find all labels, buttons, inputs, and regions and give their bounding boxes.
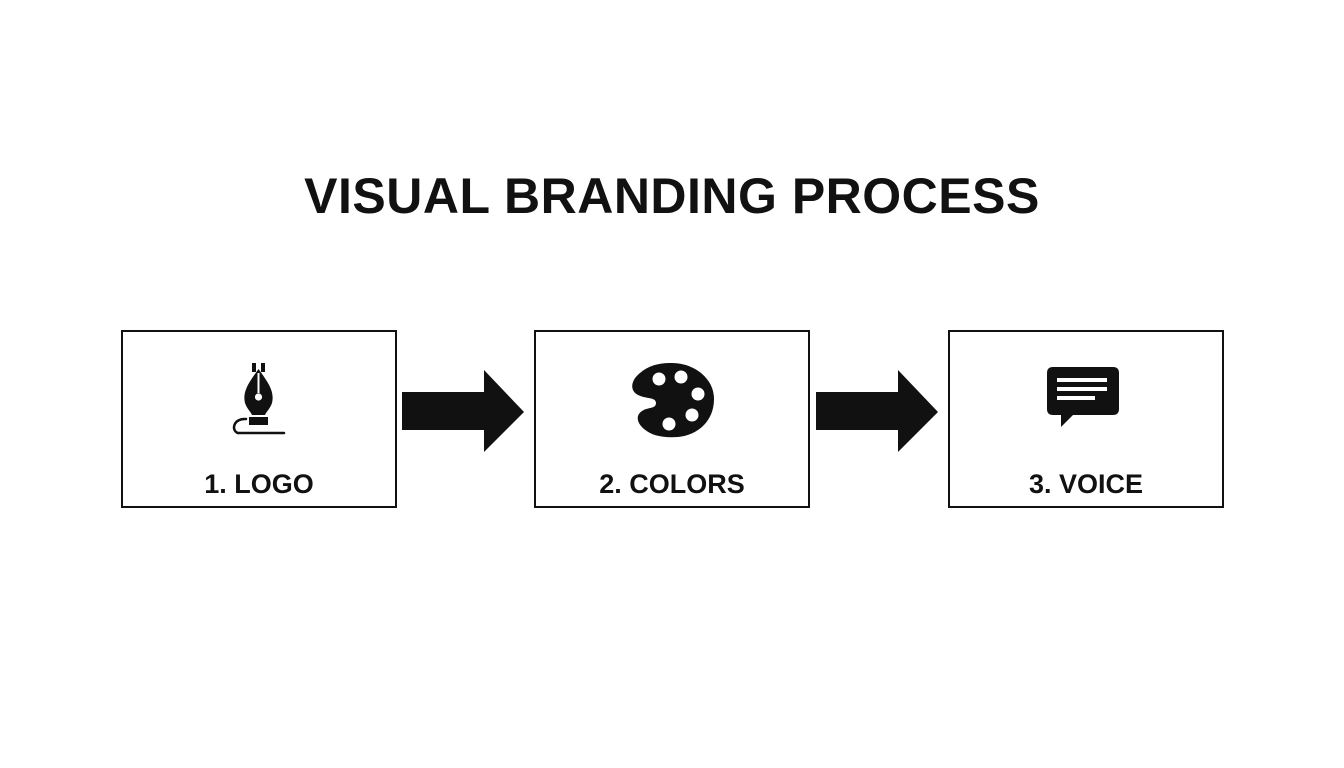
step-box-colors: 2. COLORS [534, 330, 810, 508]
pen-nib-icon [123, 354, 395, 446]
right-arrow-icon [816, 370, 938, 452]
step-label-logo: 1. LOGO [204, 469, 314, 499]
right-arrow-icon [402, 370, 524, 452]
step-label-colors: 2. COLORS [599, 469, 745, 499]
step-box-logo: 1. LOGO [121, 330, 397, 508]
step-box-voice: 3. VOICE [948, 330, 1224, 508]
palette-icon [536, 354, 808, 446]
diagram-title: VISUAL BRANDING PROCESS [304, 168, 1040, 224]
step-label-voice: 3. VOICE [1028, 469, 1144, 499]
speech-bubble-icon [950, 354, 1222, 446]
